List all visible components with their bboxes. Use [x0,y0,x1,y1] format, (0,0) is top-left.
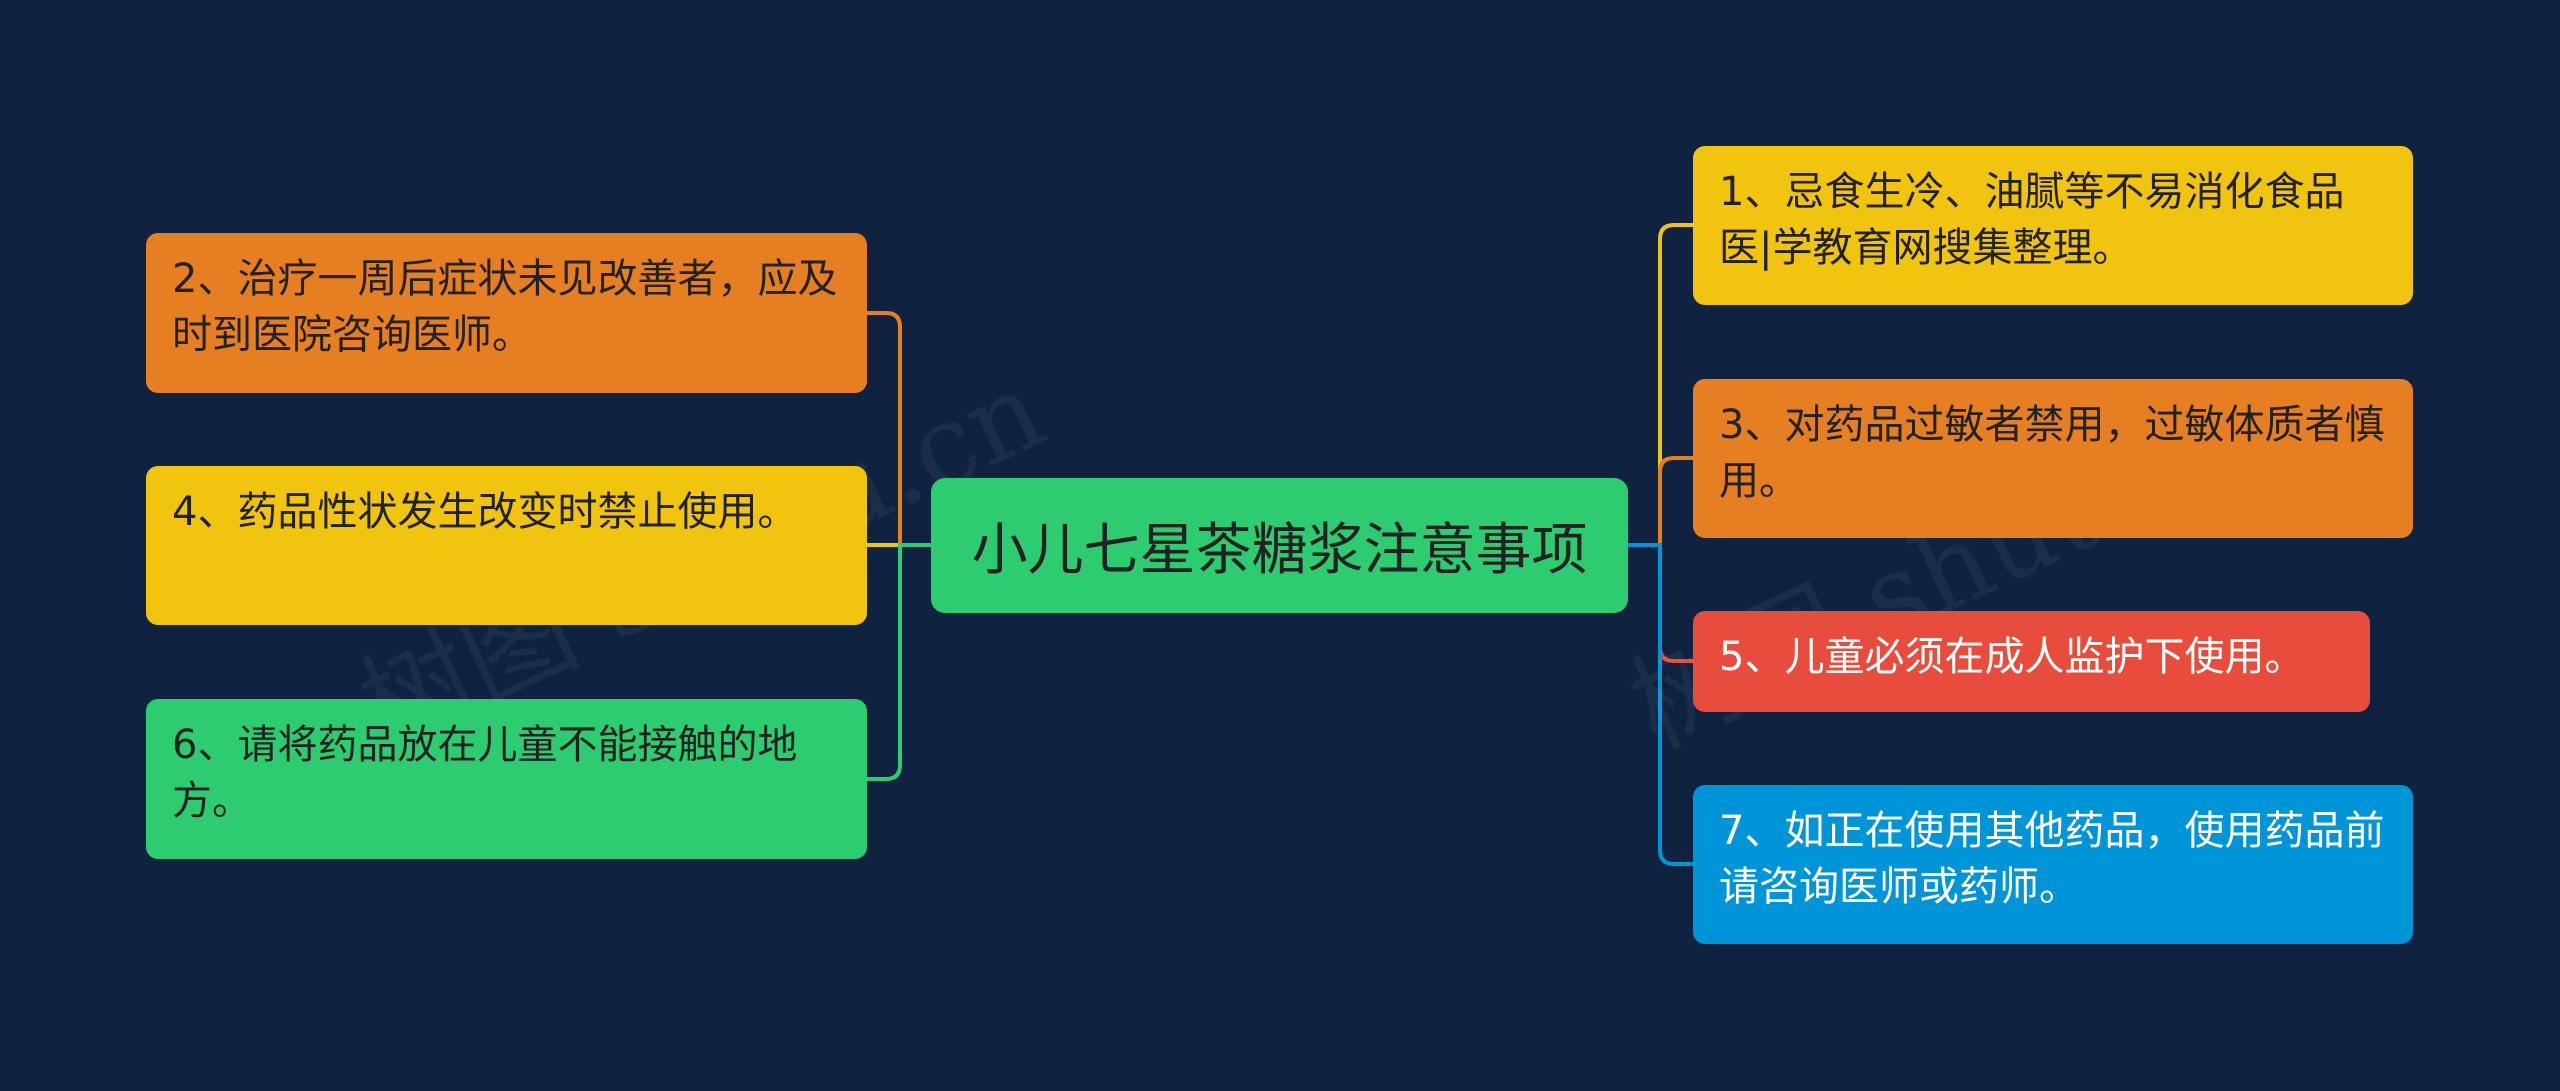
branch-node-2[interactable]: 2、治疗一周后症状未见改善者，应及时到医院咨询医师。 [146,233,867,393]
connector-right-7 [1626,543,1695,866]
branch-node-2-label: 2、治疗一周后症状未见改善者，应及时到医院咨询医师。 [172,256,838,358]
branch-node-5-label: 5、儿童必须在成人监护下使用。 [1719,634,2305,680]
central-topic[interactable]: 小儿七星茶糖浆注意事项 [931,478,1628,613]
branch-node-6-label: 6、请将药品放在儿童不能接触的地方。 [172,722,798,824]
branch-node-6[interactable]: 6、请将药品放在儿童不能接触的地方。 [146,699,867,859]
central-topic-label: 小儿七星茶糖浆注意事项 [971,518,1588,583]
branch-node-7-label: 7、如正在使用其他药品，使用药品前请咨询医师或药师。 [1719,808,2385,910]
connector-right-3 [1626,456,1695,547]
branch-node-1-label: 1、忌食生冷、油腻等不易消化食品医|学教育网搜集整理。 [1719,169,2345,271]
branch-node-4[interactable]: 4、药品性状发生改变时禁止使用。 [146,466,867,625]
connector-right-1 [1626,223,1695,547]
branch-node-5[interactable]: 5、儿童必须在成人监护下使用。 [1693,611,2370,712]
branch-node-1[interactable]: 1、忌食生冷、油腻等不易消化食品医|学教育网搜集整理。 [1693,146,2413,305]
connector-right-5 [1626,543,1695,663]
branch-node-7[interactable]: 7、如正在使用其他药品，使用药品前请咨询医师或药师。 [1693,785,2413,944]
branch-node-4-label: 4、药品性状发生改变时禁止使用。 [172,489,798,535]
connector-left-2 [865,311,933,547]
branch-node-3-label: 3、对药品过敏者禁用，过敏体质者慎用。 [1719,402,2385,504]
connector-left-6 [865,543,933,781]
branch-node-3[interactable]: 3、对药品过敏者禁用，过敏体质者慎用。 [1693,379,2413,538]
